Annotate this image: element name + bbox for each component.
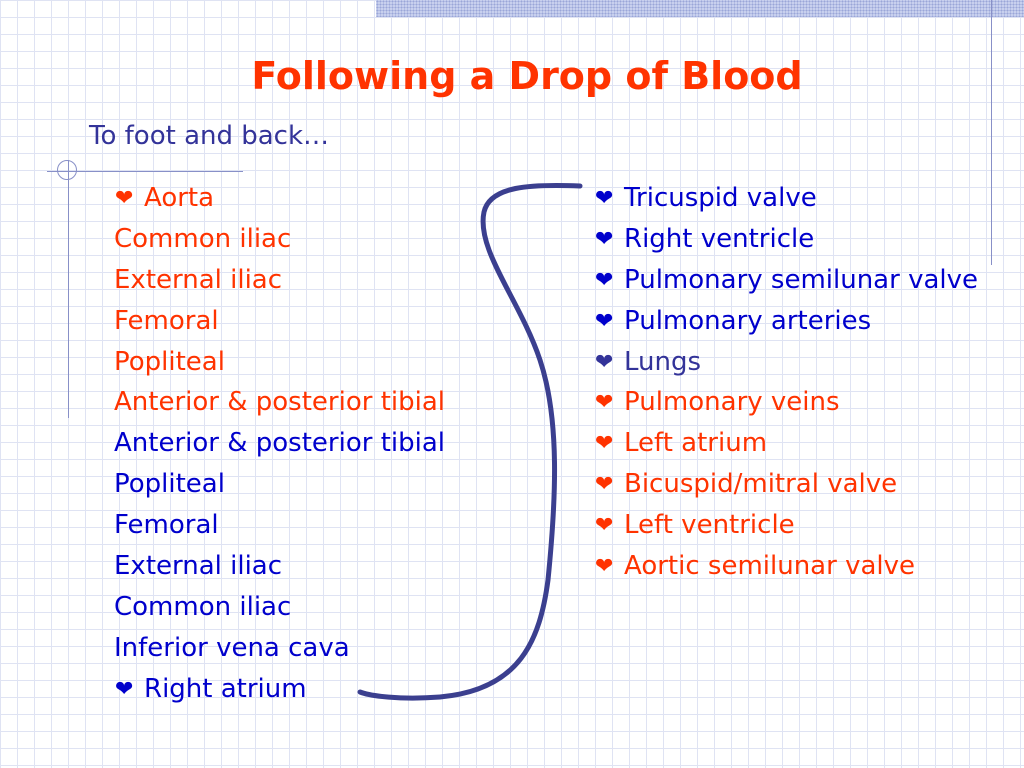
heart-bullet-icon: ❤	[595, 267, 614, 293]
list-item-text: Common iliac	[114, 591, 292, 622]
list-item: Femoral	[114, 301, 445, 342]
list-item-text: External iliac	[114, 264, 283, 295]
list-item-text: External iliac	[114, 551, 283, 582]
list-item-text: Pulmonary veins	[624, 387, 840, 418]
heart-bullet-icon: ❤	[595, 431, 614, 457]
list-item-text: Inferior vena cava	[114, 632, 350, 663]
right-route-list: ❤ Tricuspid valve ❤ Right ventricle ❤ Pulmona…	[595, 178, 978, 587]
list-item: External iliac	[114, 260, 445, 301]
heart-bullet-icon: ❤	[115, 186, 134, 211]
list-item-text: Aortic semilunar valve	[624, 551, 915, 582]
heart-bullet-icon: ❤	[595, 513, 614, 539]
list-item-text: Aorta	[144, 183, 215, 213]
list-item: ❤ Pulmonary veins	[595, 382, 978, 423]
list-item-text: Common iliac	[114, 223, 292, 254]
list-item-text: Tricuspid valve	[624, 183, 817, 213]
list-item-text: Anterior & posterior tibial	[114, 428, 445, 459]
heart-bullet-icon: ❤	[595, 186, 614, 211]
list-item-text: Popliteal	[114, 469, 225, 500]
list-item-text: Popliteal	[114, 346, 225, 377]
list-item: Popliteal	[114, 464, 445, 505]
list-item: ❤ Tricuspid valve	[595, 178, 978, 219]
list-item: ❤ Right atrium	[114, 669, 445, 710]
decorative-horizontal-line	[47, 171, 243, 172]
list-item: Common iliac	[114, 219, 445, 260]
list-item: Femoral	[114, 505, 445, 546]
heart-bullet-icon: ❤	[595, 554, 614, 580]
list-item-text: Lungs	[624, 346, 702, 377]
list-item: ❤ Bicuspid/mitral valve	[595, 464, 978, 505]
list-item-text: Pulmonary semilunar valve	[624, 264, 978, 295]
decorative-circle	[57, 160, 77, 180]
list-item: ❤ Left ventricle	[595, 505, 978, 546]
flow-bracket-curve	[357, 182, 583, 701]
heart-bullet-icon: ❤	[115, 676, 134, 702]
list-item-text: Femoral	[114, 510, 219, 541]
list-item: ❤ Pulmonary arteries	[595, 301, 978, 342]
decorative-vertical-line-left	[68, 160, 69, 418]
list-item-text: Left ventricle	[624, 510, 795, 541]
decorative-vertical-line-right	[991, 0, 992, 265]
list-item: Anterior & posterior tibial	[114, 382, 445, 423]
heart-bullet-icon: ❤	[595, 472, 614, 498]
heart-bullet-icon: ❤	[595, 308, 614, 334]
list-item-text: Bicuspid/mitral valve	[624, 469, 898, 500]
list-item: ❤ Aortic semilunar valve	[595, 546, 978, 587]
list-item: Inferior vena cava	[114, 628, 445, 669]
list-item-text: Right atrium	[144, 673, 307, 704]
list-item: ❤ Lungs	[595, 342, 978, 383]
slide-title: Following a Drop of Blood	[251, 54, 803, 98]
list-item-text: Anterior & posterior tibial	[114, 387, 445, 418]
list-item-text: Right ventricle	[624, 223, 815, 254]
list-item: Anterior & posterior tibial	[114, 423, 445, 464]
heart-bullet-icon: ❤	[595, 390, 614, 416]
list-item: Popliteal	[114, 342, 445, 383]
list-item: ❤ Right ventricle	[595, 219, 978, 260]
slide-subtitle: To foot and back…	[89, 121, 330, 151]
list-item-text: Pulmonary arteries	[624, 305, 872, 336]
decorative-header-band	[376, 0, 1024, 17]
heart-bullet-icon: ❤	[595, 226, 614, 252]
list-item: Common iliac	[114, 587, 445, 628]
list-item: ❤ Left atrium	[595, 423, 978, 464]
list-item: ❤ Pulmonary semilunar valve	[595, 260, 978, 301]
list-item-text: Femoral	[114, 305, 219, 336]
list-item: External iliac	[114, 546, 445, 587]
list-item-text: Left atrium	[624, 428, 768, 459]
heart-bullet-icon: ❤	[595, 349, 614, 375]
list-item: ❤ Aorta	[114, 178, 445, 219]
